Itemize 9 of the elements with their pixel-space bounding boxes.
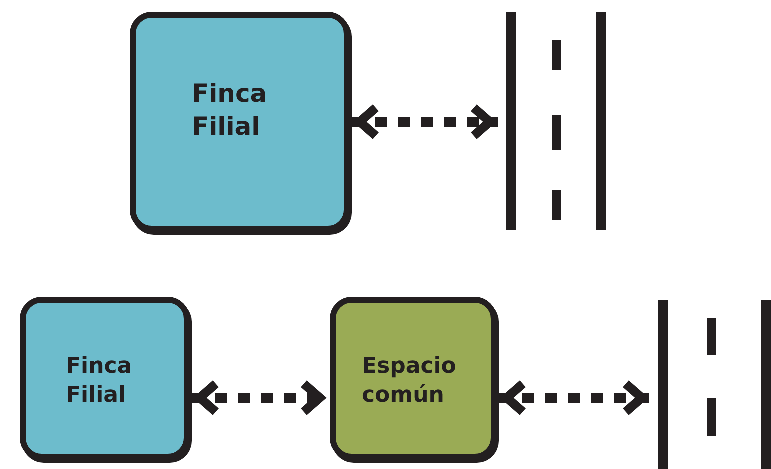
lot-box (130, 12, 350, 232)
box-label: Finca Filial (66, 353, 134, 410)
lot-box (330, 297, 497, 460)
lot-box (20, 297, 190, 460)
box-label: Espacio común (362, 353, 458, 410)
box-label: Finca Filial (192, 78, 268, 142)
double-arrow (352, 104, 498, 140)
double-arrow (499, 380, 650, 416)
double-arrow (192, 380, 328, 416)
